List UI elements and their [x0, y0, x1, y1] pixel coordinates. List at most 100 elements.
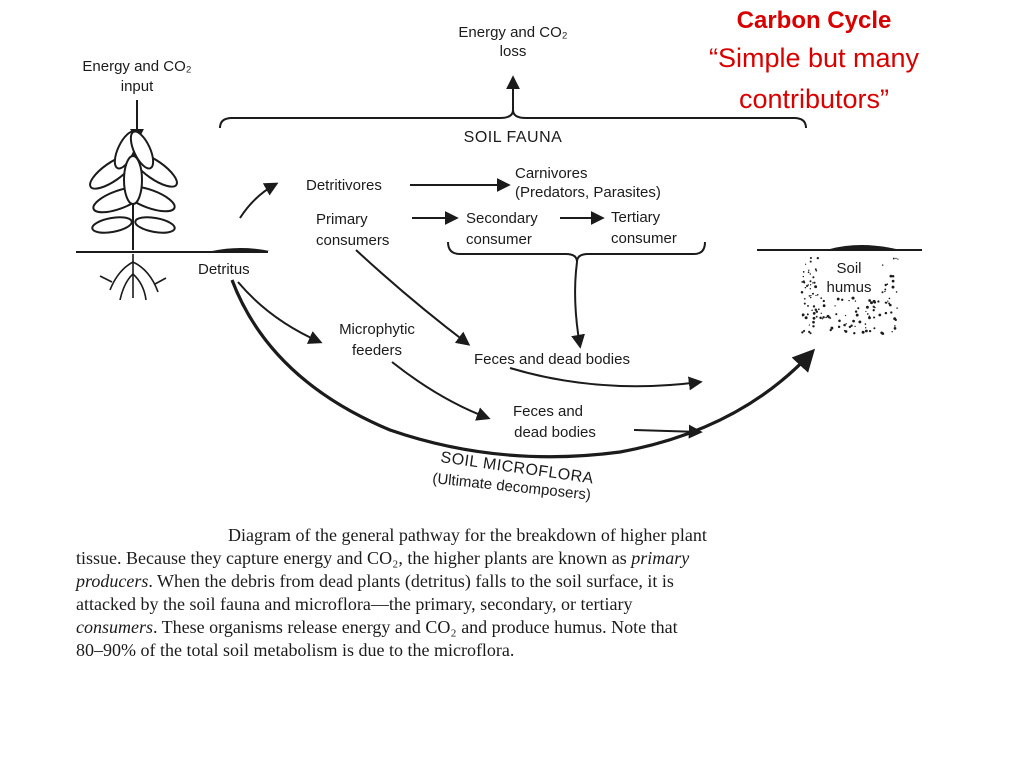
- humus-stipple-dot: [829, 328, 832, 332]
- humus-stipple-dot: [890, 311, 893, 314]
- humus-stipple-dot: [822, 316, 825, 319]
- humus-stipple-dot: [844, 330, 848, 333]
- humus-stipple-dot: [814, 285, 818, 289]
- humus-stipple-dot: [801, 331, 804, 334]
- humus-stipple-dot: [843, 323, 846, 327]
- humus-stipple-dot: [881, 291, 884, 294]
- humus-stipple-dot: [861, 330, 865, 334]
- humus-stipple-dot: [820, 312, 822, 314]
- arrow-primary-to-feces: [355, 249, 471, 346]
- caption-line-5-emphasis: consumers: [76, 617, 153, 637]
- arrow-consumers-to-feces: [571, 261, 585, 349]
- humus-stipple-dot: [821, 318, 824, 320]
- humus-stipple-dot: [805, 284, 809, 288]
- humus-stipple-dot: [812, 316, 816, 320]
- humus-stipple-dot: [815, 310, 819, 313]
- humus-stipple-dot: [858, 320, 862, 324]
- figure-caption: Diagram of the general pathway for the b…: [76, 524, 956, 662]
- humus-stipple-dot: [868, 299, 871, 302]
- humus-stipple-dot: [868, 316, 871, 320]
- energy-input-label-1: Energy and CO₂: [82, 58, 191, 75]
- humus-stipple-dot: [816, 293, 819, 296]
- humus-stipple-dot: [892, 257, 895, 260]
- humus-stipple-dot: [837, 325, 841, 329]
- humus-stipple-dot: [809, 256, 812, 260]
- humus-stipple-dot: [873, 316, 876, 319]
- microphytic-feeders-label-2: feeders: [352, 342, 402, 359]
- arrow-detritus-to-humus-microflora: [230, 279, 816, 459]
- tertiary-consumer-label-1: Tertiary: [611, 209, 661, 226]
- humus-stipple-dot: [803, 302, 806, 305]
- humus-stipple-dot: [812, 320, 815, 324]
- humus-stipple-dot: [896, 307, 898, 309]
- energy-input-label-2: input: [121, 78, 154, 95]
- humus-stipple-dot: [816, 256, 819, 260]
- detritus-label: Detritus: [198, 261, 250, 278]
- soil-fauna-label: SOIL FAUNA: [464, 129, 563, 146]
- humus-stipple-dot: [812, 292, 814, 295]
- humus-stipple-dot: [888, 297, 891, 300]
- humus-stipple-dot: [880, 331, 883, 335]
- humus-stipple-dot: [804, 263, 807, 265]
- soil-humus-label-1: Soil: [836, 260, 861, 277]
- humus-stipple-dot: [855, 313, 859, 317]
- arrow-microphytic-to-feces: [391, 361, 491, 421]
- humus-stipple-dot: [809, 260, 812, 263]
- humus-stipple-dot: [813, 281, 816, 284]
- humus-stipple-dot: [872, 305, 875, 308]
- feces-dead-bodies-2-label-2: dead bodies: [514, 424, 596, 441]
- primary-consumers-label-1: Primary: [316, 211, 368, 228]
- humus-stipple-dot: [854, 325, 856, 328]
- humus-stipple-dot: [809, 273, 812, 275]
- humus-stipple-dot: [865, 329, 868, 333]
- caption-line-3: producers. When the debris from dead pla…: [76, 570, 956, 593]
- humus-stipple-dot: [891, 285, 895, 289]
- humus-stipple-dot: [891, 279, 895, 283]
- humus-stipple-dot: [884, 288, 887, 291]
- humus-stipple-dot: [807, 271, 810, 274]
- humus-stipple-dot: [854, 300, 857, 302]
- humus-stipple-dot: [873, 301, 877, 304]
- humus-stipple-dot: [838, 319, 841, 323]
- humus-stipple-dot: [895, 257, 897, 260]
- caption-line-2: tissue. Because they capture energy and …: [76, 547, 956, 570]
- humus-stipple-dot: [850, 324, 853, 327]
- humus-stipple-dot: [851, 296, 855, 300]
- slide-subtitle-line-1: “Simple but many: [708, 43, 920, 73]
- humus-stipple-dot: [835, 313, 838, 316]
- humus-stipple-dot: [865, 310, 867, 313]
- humus-stipple-dot: [814, 308, 818, 312]
- caption-line-3-text: . When the debris from dead plants (detr…: [148, 571, 674, 591]
- humus-stipple-dot: [812, 276, 815, 279]
- humus-stipple-dot: [884, 283, 887, 287]
- arrow-feces-to-humus: [509, 367, 703, 391]
- humus-stipple-dot: [802, 275, 805, 278]
- slide-title: Carbon Cycle: [736, 7, 892, 34]
- humus-stipple-dot: [836, 297, 840, 301]
- plant-roots-icon: [99, 254, 167, 301]
- humus-stipple-dot: [865, 327, 867, 329]
- humus-stipple-dot: [853, 332, 856, 335]
- humus-stipple-dot: [822, 304, 826, 308]
- humus-stipple-dot: [888, 303, 892, 307]
- arrow-detritus-to-microphytic: [237, 281, 323, 344]
- humus-stipple-dot: [895, 291, 898, 293]
- secondary-consumer-label-1: Secondary: [466, 210, 538, 227]
- humus-stipple-dot: [868, 315, 870, 317]
- humus-stipple-dot: [891, 274, 895, 278]
- humus-stipple-dot: [808, 269, 810, 271]
- tertiary-consumer-label-2: consumer: [611, 230, 677, 247]
- soil-humus-box: [800, 256, 900, 336]
- slide-title-block: Carbon Cycle “Simple but many contributo…: [676, 4, 952, 120]
- humus-stipple-dot: [804, 316, 808, 320]
- caption-line-6: 80–90% of the total soil metabolism is d…: [76, 640, 515, 660]
- humus-stipple-dot: [812, 325, 815, 328]
- humus-stipple-dot: [808, 324, 811, 326]
- humus-stipple-dot: [872, 309, 875, 312]
- feces-dead-bodies-label: Feces and dead bodies: [474, 351, 630, 368]
- humus-stipple-dot: [812, 305, 816, 308]
- humus-stipple-dot: [809, 284, 812, 286]
- caption-line-5: consumers. These organisms release energ…: [76, 616, 956, 639]
- humus-stipple-dot: [886, 283, 889, 286]
